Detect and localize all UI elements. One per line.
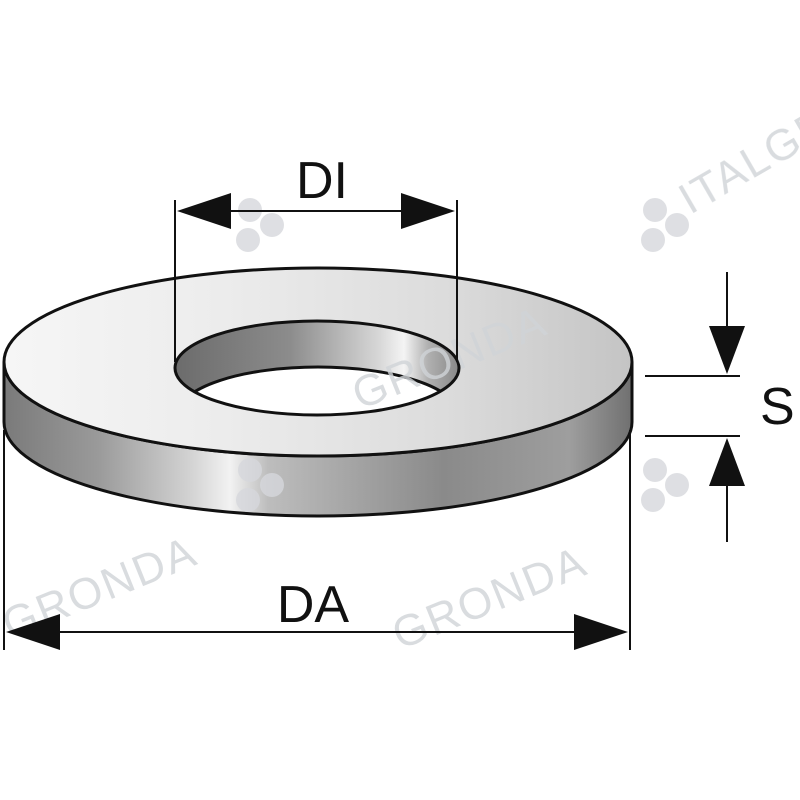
watermark-logo-1 — [236, 198, 284, 252]
watermark-text: ITALGRONDA — [671, 30, 800, 224]
arrowhead-down — [709, 326, 745, 374]
arrowhead-up — [709, 438, 745, 486]
arrowhead-right — [401, 193, 455, 229]
arrowhead-left — [6, 614, 60, 650]
watermark-logo-4 — [641, 458, 689, 512]
arrowhead-right — [574, 614, 628, 650]
inner-diameter-dimension: DI — [174, 152, 458, 362]
watermark-logo-3 — [236, 458, 284, 512]
outer-diameter-label: DA — [277, 576, 350, 634]
watermark-text: GRONDA — [385, 537, 594, 659]
arrowhead-left — [177, 193, 231, 229]
thickness-dimension: S — [645, 272, 795, 542]
inner-diameter-label: DI — [296, 152, 348, 210]
watermark-logo-2 — [641, 198, 689, 252]
outer-diameter-dimension: DA — [3, 430, 631, 650]
thickness-label: S — [760, 378, 795, 436]
washer-hole — [173, 319, 461, 417]
